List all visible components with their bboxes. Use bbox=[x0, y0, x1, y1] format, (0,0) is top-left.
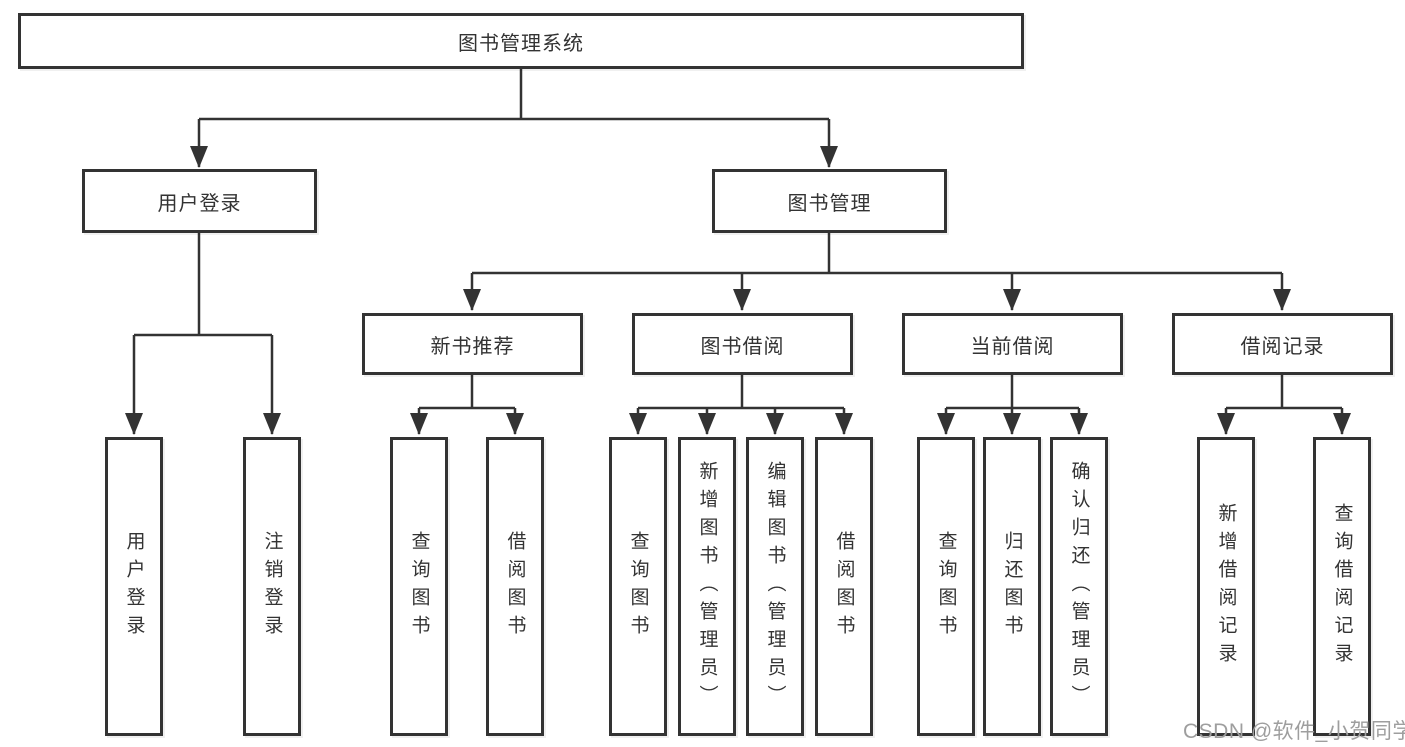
node-label: 借阅图书 bbox=[833, 530, 855, 643]
node-label: 新书推荐 bbox=[430, 335, 515, 358]
leaf-confirm-return-admin: 确认归还（管理员） bbox=[1050, 437, 1108, 736]
node-book-borrowing: 图书借阅 bbox=[632, 313, 853, 375]
node-label: 编辑图书（管理员） bbox=[764, 460, 786, 713]
leaf-return-books: 归还图书 bbox=[983, 437, 1041, 736]
node-label: 确认归还（管理员） bbox=[1068, 460, 1090, 713]
node-current-borrowing: 当前借阅 bbox=[902, 313, 1123, 375]
node-root-system: 图书管理系统 bbox=[18, 13, 1024, 69]
node-label: 查询图书 bbox=[627, 530, 649, 643]
node-label: 图书管理 bbox=[787, 192, 872, 215]
leaf-add-borrow-record: 新增借阅记录 bbox=[1197, 437, 1255, 736]
node-borrowing-records: 借阅记录 bbox=[1172, 313, 1393, 375]
node-label: 新增借阅记录 bbox=[1215, 502, 1237, 671]
leaf-edit-books-admin: 编辑图书（管理员） bbox=[746, 437, 804, 736]
node-label: 用户登录 bbox=[123, 530, 145, 643]
node-label: 查询图书 bbox=[408, 530, 430, 643]
leaf-query-books-current: 查询图书 bbox=[917, 437, 975, 736]
leaf-user-login: 用户登录 bbox=[105, 437, 163, 736]
node-label: 图书管理系统 bbox=[458, 32, 584, 55]
node-label: 新增图书（管理员） bbox=[696, 460, 718, 713]
leaf-borrow-books-recommend: 借阅图书 bbox=[486, 437, 544, 736]
csdn-watermark: CSDN @软件_小贺同学 bbox=[1183, 720, 1405, 743]
leaf-query-borrow-record: 查询借阅记录 bbox=[1313, 437, 1371, 736]
leaf-add-books-admin: 新增图书（管理员） bbox=[678, 437, 736, 736]
node-user-login-module: 用户登录 bbox=[82, 169, 317, 233]
node-label: 借阅图书 bbox=[504, 530, 526, 643]
node-label: 用户登录 bbox=[157, 192, 242, 215]
node-new-book-recommend: 新书推荐 bbox=[362, 313, 583, 375]
leaf-query-books-borrowing: 查询图书 bbox=[609, 437, 667, 736]
node-label: 图书借阅 bbox=[700, 335, 785, 358]
node-label: 查询图书 bbox=[935, 530, 957, 643]
leaf-borrow-books: 借阅图书 bbox=[815, 437, 873, 736]
leaf-logout: 注销登录 bbox=[243, 437, 301, 736]
node-label: 注销登录 bbox=[261, 530, 283, 643]
node-label: 当前借阅 bbox=[970, 335, 1055, 358]
node-label: 查询借阅记录 bbox=[1331, 502, 1353, 671]
node-label: 借阅记录 bbox=[1240, 335, 1325, 358]
node-book-management-module: 图书管理 bbox=[712, 169, 947, 233]
leaf-query-books-recommend: 查询图书 bbox=[390, 437, 448, 736]
node-label: 归还图书 bbox=[1001, 530, 1023, 643]
